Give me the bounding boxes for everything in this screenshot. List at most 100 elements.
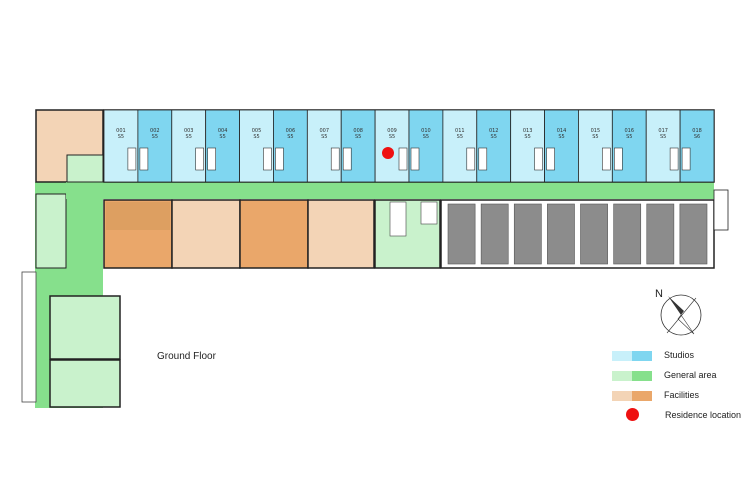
compass-icon <box>660 294 702 336</box>
parking-bay <box>613 203 642 265</box>
studio-bathroom-017 <box>669 147 679 171</box>
studio-room-007 <box>306 109 342 183</box>
legend-label-facilities: Facilities <box>664 390 700 400</box>
legend-swatch-facilities-light <box>612 391 632 401</box>
studio-room-011 <box>442 109 478 183</box>
legend-item-residence-location: Residence location <box>612 408 747 428</box>
studio-number-001: 001 <box>116 128 126 134</box>
legend-label-general-area: General area <box>664 370 717 380</box>
studio-bathroom-003 <box>195 147 204 171</box>
studio-number-009: 009 <box>387 128 397 134</box>
studio-number-003: 003 <box>184 128 194 134</box>
studio-number-011: 011 <box>455 128 465 134</box>
legend-swatch-general-light <box>612 371 632 381</box>
legend-label-residence-location: Residence location <box>665 410 742 420</box>
studio-type-011: S5 <box>457 134 463 140</box>
studio-number-004: 004 <box>218 128 228 134</box>
studio-bathroom-006 <box>275 147 284 171</box>
studio-room-014 <box>544 109 579 183</box>
studio-number-016: 016 <box>625 128 635 134</box>
legend-swatch-general-area <box>612 371 652 381</box>
studio-bathroom-009 <box>398 147 408 171</box>
facility-room-1 <box>171 199 241 269</box>
parking-bay <box>547 203 575 265</box>
studio-bathroom-015 <box>602 147 611 171</box>
studio-type-012: S5 <box>491 134 497 140</box>
studio-room-002 <box>137 109 173 183</box>
facility-room-3 <box>307 199 375 269</box>
studio-type-007: S5 <box>321 134 327 140</box>
studio-room-012 <box>476 109 512 183</box>
parking-bays <box>447 203 708 265</box>
studio-room-010 <box>408 109 444 183</box>
west-block-lower-room <box>49 359 121 408</box>
studio-bathroom-018 <box>681 147 691 171</box>
legend-swatch-facilities <box>612 391 652 401</box>
studio-bathroom-014 <box>546 147 555 171</box>
studio-room-003 <box>171 109 207 183</box>
left-wing-stair <box>35 193 67 269</box>
studio-bathroom-013 <box>534 147 543 171</box>
studio-type-016: S5 <box>626 134 632 140</box>
studio-type-013: S5 <box>524 134 530 140</box>
legend-item-general-area: General area <box>612 368 747 388</box>
central-lift <box>420 201 438 225</box>
studio-type-014: S5 <box>558 134 564 140</box>
studio-type-003: S5 <box>186 134 192 140</box>
studio-room-001 <box>103 109 139 183</box>
entry-core <box>66 154 104 183</box>
studio-room-016 <box>611 109 647 183</box>
studio-number-008: 008 <box>353 128 363 134</box>
studio-bathroom-008 <box>342 147 352 171</box>
studio-bathroom-011 <box>466 147 476 171</box>
studio-number-013: 013 <box>523 128 533 134</box>
legend-swatch-facilities-dark <box>632 391 652 401</box>
studio-number-005: 005 <box>252 128 262 134</box>
studio-number-006: 006 <box>286 128 296 134</box>
west-entrance-strip <box>21 271 37 403</box>
studio-bathroom-010 <box>410 147 420 171</box>
studio-type-002: S5 <box>152 134 158 140</box>
studio-room-009 <box>374 109 410 183</box>
legend-item-studios: Studios <box>612 348 747 368</box>
studio-room-018 <box>679 109 715 183</box>
studio-bathroom-002 <box>139 147 149 171</box>
studio-type-018: S6 <box>694 134 700 140</box>
legend-dot-residence <box>626 408 639 421</box>
studio-bathroom-005 <box>263 147 272 171</box>
studio-number-018: 018 <box>692 128 702 134</box>
floor-label: Ground Floor <box>157 351 216 362</box>
studio-bathroom-012 <box>478 147 488 171</box>
studio-number-007: 007 <box>320 128 330 134</box>
studio-type-004: S5 <box>219 134 225 140</box>
legend-swatch-studios-light <box>612 351 632 361</box>
studio-type-001: S5 <box>118 134 124 140</box>
studio-type-017: S5 <box>660 134 666 140</box>
studio-room-008 <box>340 109 376 183</box>
studio-number-010: 010 <box>421 128 431 134</box>
legend-swatch-general-dark <box>632 371 652 381</box>
studio-number-014: 014 <box>557 128 567 134</box>
legend-label-studios: Studios <box>664 350 695 360</box>
studio-room-006 <box>273 109 308 183</box>
studio-type-006: S5 <box>287 134 293 140</box>
studio-type-008: S5 <box>355 134 361 140</box>
studio-type-005: S5 <box>253 134 259 140</box>
studio-bathroom-004 <box>207 147 216 171</box>
parking-bay <box>447 203 476 265</box>
parking-bay <box>646 203 675 265</box>
studio-number-002: 002 <box>150 128 160 134</box>
studio-type-010: S5 <box>423 134 429 140</box>
parking-bay <box>679 203 708 265</box>
studio-type-009: S5 <box>389 134 395 140</box>
studio-room-005 <box>239 109 274 183</box>
compass-north-label: N <box>655 288 663 300</box>
parking-bay <box>513 203 542 265</box>
residence-location-marker <box>382 147 394 159</box>
legend-item-facilities: Facilities <box>612 388 747 408</box>
legend: Studios General area Facilities Residenc… <box>612 348 747 428</box>
facility-washroom-fixtures <box>106 202 170 230</box>
central-stair-inner <box>389 201 407 237</box>
studio-number-017: 017 <box>658 128 668 134</box>
